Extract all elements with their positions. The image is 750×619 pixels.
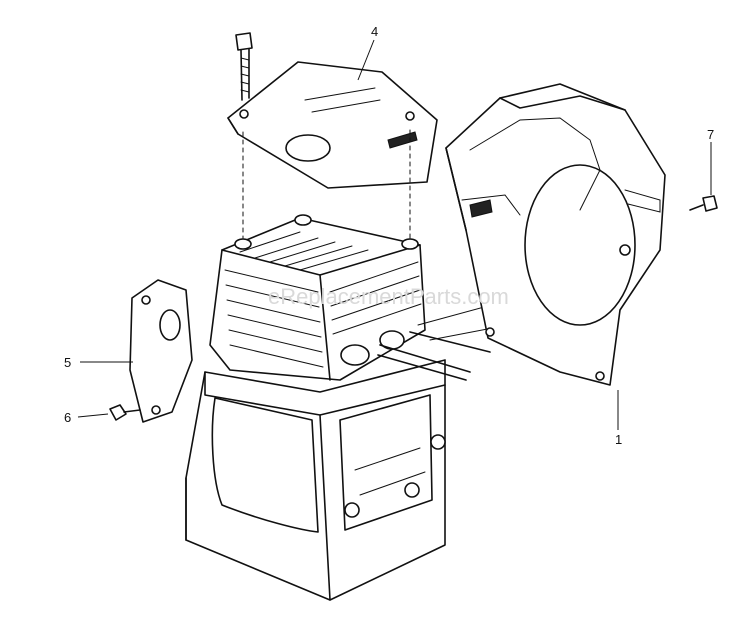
blower-housing [445, 83, 666, 386]
gasket [129, 279, 193, 423]
callout-5: 5 [64, 355, 71, 370]
shroud-long-bolts [377, 331, 491, 381]
watermark: eReplacementParts.com [268, 284, 509, 309]
shield-bolt [235, 32, 253, 101]
shroud-screw [689, 195, 718, 212]
leader-lines [77, 39, 712, 430]
callout-1: 1 [615, 432, 622, 447]
callout-7: 7 [707, 127, 714, 142]
callout-6: 6 [64, 410, 71, 425]
callout-4: 4 [371, 24, 378, 39]
cylinder-head [209, 214, 426, 381]
gasket-screw [109, 404, 141, 421]
engine-block [185, 359, 446, 601]
cylinder-shield [227, 61, 438, 189]
